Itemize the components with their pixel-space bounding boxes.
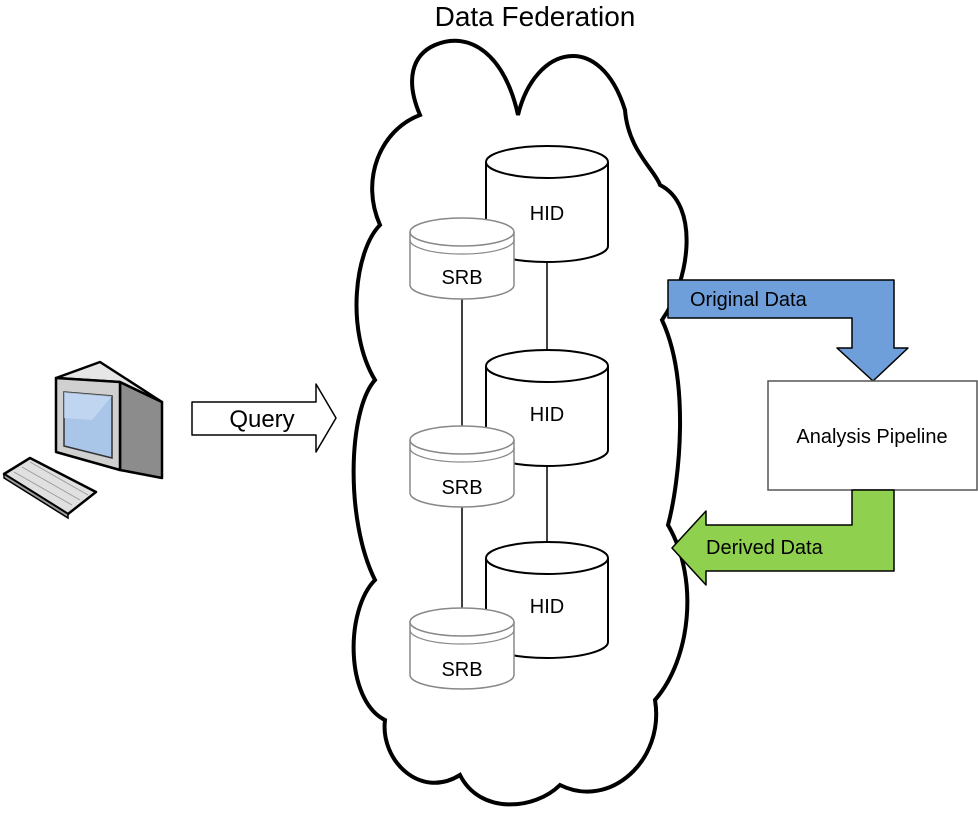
srb-database-3: SRB xyxy=(409,607,515,690)
hid-database-2: HID xyxy=(485,349,609,467)
hid-label: HID xyxy=(530,596,564,618)
original-data-arrow: Original Data xyxy=(667,279,909,382)
query-label: Query xyxy=(229,406,294,433)
derived-data-arrow: Derived Data xyxy=(671,489,895,586)
analysis-pipeline-box: Analysis Pipeline xyxy=(767,380,978,491)
hid-label: HID xyxy=(530,404,564,426)
hid-label: HID xyxy=(530,203,564,225)
diagram-title: Data Federation xyxy=(435,1,636,32)
derived-data-label: Derived Data xyxy=(706,537,824,559)
srb-database-1: SRB xyxy=(409,217,515,300)
hid-database-1: HID xyxy=(485,145,609,263)
srb-label: SRB xyxy=(441,477,482,499)
hid-database-3: HID xyxy=(485,541,609,659)
srb-label: SRB xyxy=(441,267,482,289)
computer-icon xyxy=(54,360,164,480)
original-data-label: Original Data xyxy=(690,289,808,311)
srb-label: SRB xyxy=(441,659,482,681)
query-arrow: Query xyxy=(191,383,337,453)
analysis-pipeline-label: Analysis Pipeline xyxy=(796,426,947,448)
srb-database-2: SRB xyxy=(409,425,515,508)
keyboard-icon xyxy=(2,456,98,520)
